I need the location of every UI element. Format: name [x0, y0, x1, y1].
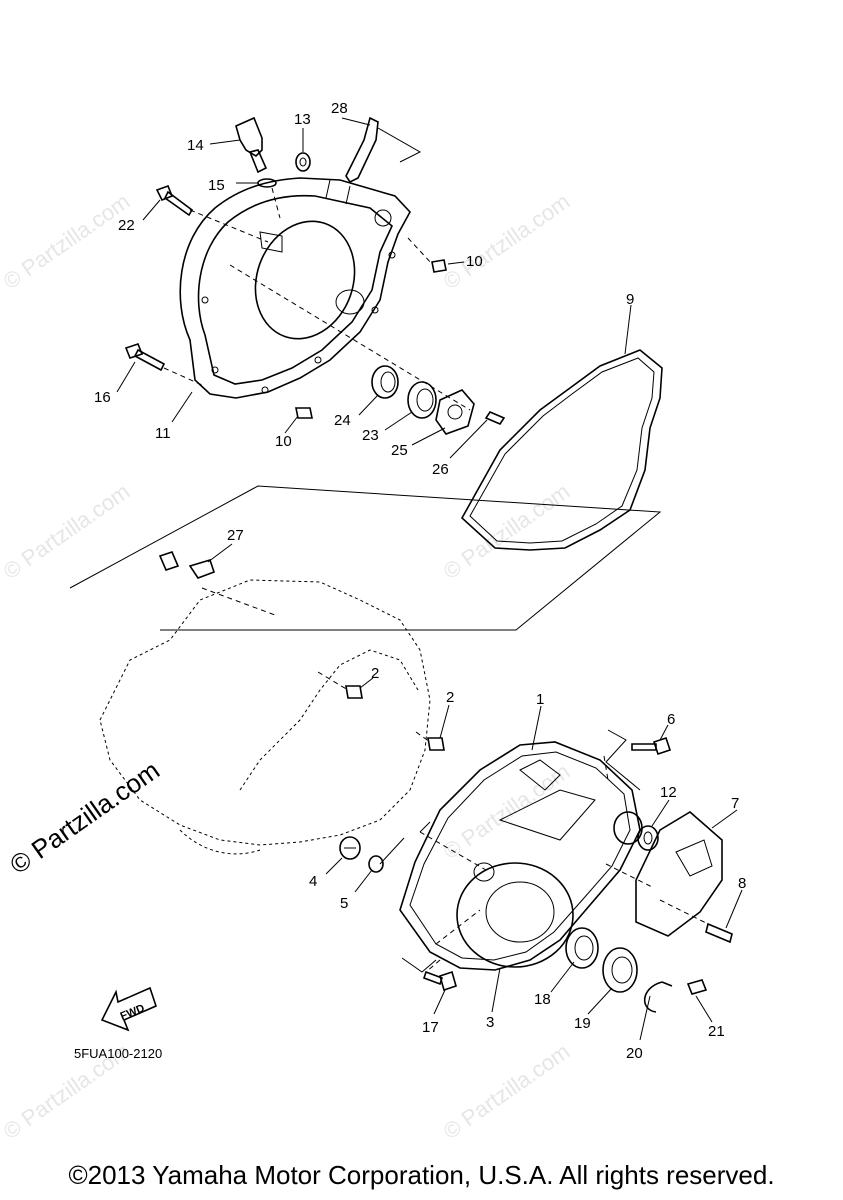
o-ring-part-5: [368, 855, 384, 873]
callout-label: 2: [371, 665, 379, 682]
diagram-code: 5FUA100-2120: [74, 1046, 162, 1061]
watermark-faint: © Partzilla.com: [439, 189, 575, 295]
dowel-pin-part-2: [345, 685, 363, 699]
washer-part-12: [637, 825, 659, 851]
oil-seal-part-18: [565, 927, 599, 969]
callout-label: 1: [536, 691, 544, 708]
callout-label: 10: [275, 433, 292, 450]
callout-label: 25: [391, 442, 408, 459]
callout-label: 6: [667, 711, 675, 728]
bolt-part-6: [631, 736, 672, 756]
callout-label: 23: [362, 427, 379, 444]
oil-seal-part-24: [371, 365, 399, 399]
bolt-part-8: [705, 922, 733, 944]
callout-label: 19: [574, 1015, 591, 1032]
callout-label: 28: [331, 100, 348, 117]
watermark-main: © Partzilla.com: [4, 755, 165, 880]
callout-label: 4: [309, 873, 317, 890]
callout-label: 2: [446, 689, 454, 706]
sensor-part-14: [235, 116, 268, 174]
callout-label: 7: [731, 795, 739, 812]
gasket-part-9: [460, 349, 663, 551]
callout-label: 26: [432, 461, 449, 478]
callout-label: 18: [534, 991, 551, 1008]
crankcase-cover-part-1: [399, 741, 643, 971]
fwd-label: FWD: [119, 1002, 147, 1023]
watermark-faint: © Partzilla.com: [439, 479, 575, 585]
callout-label: 21: [708, 1023, 725, 1040]
bolt-part-22: [155, 184, 194, 217]
watermark-faint: © Partzilla.com: [439, 1039, 575, 1145]
bearing-part-19: [602, 947, 638, 993]
bolt-clip-part-27: [158, 543, 233, 579]
leader-lines-lower: [325, 705, 743, 1041]
callout-label: 17: [422, 1019, 439, 1036]
screw-part-26: [484, 411, 506, 425]
screw-part-21: [686, 979, 708, 995]
callout-label: 24: [334, 412, 351, 429]
dash-line: [317, 671, 349, 691]
dowel-pin-part-2: [427, 737, 445, 751]
circlip-part-20: [643, 981, 673, 1013]
callout-label: 11: [155, 425, 171, 442]
dash-line: [415, 731, 431, 743]
callout-label: 8: [738, 875, 746, 892]
callout-labels: 1 2 2 3 4 5 6 7 8 9 10 10 11 12 13 14 15…: [94, 100, 746, 1062]
leader-line: [439, 704, 450, 739]
callout-label: 16: [94, 389, 111, 406]
leader-lines-upper: [116, 117, 632, 459]
fwd-direction-icon: FWD: [100, 986, 157, 1032]
callout-label: 13: [294, 111, 311, 128]
dowel-pin-part-10: [295, 407, 313, 419]
crankcase-outline-reference: [69, 485, 662, 855]
clamp-part-28: [345, 116, 379, 184]
watermark-layer: © Partzilla.com © Partzilla.com © Partzi…: [0, 189, 574, 1145]
callout-label: 20: [626, 1045, 643, 1062]
guard-part-7: [635, 811, 723, 937]
plate-part-25: [435, 389, 475, 435]
callout-label: 10: [466, 253, 483, 270]
callout-label: 9: [626, 291, 634, 308]
callout-label: 27: [227, 527, 244, 544]
callout-label: 5: [340, 895, 348, 912]
callout-label: 22: [118, 217, 135, 234]
bolt-part-16: [124, 343, 166, 372]
watermark-faint: © Partzilla.com: [439, 759, 575, 865]
bearing-part-23: [407, 381, 437, 419]
grommet-part-13: [295, 152, 311, 172]
dowel-pin-part-10: [431, 259, 447, 273]
callout-label: 15: [208, 177, 225, 194]
bolt-part-17: [422, 970, 457, 992]
copyright-notice: ©2013 Yamaha Motor Corporation, U.S.A. A…: [68, 1160, 775, 1190]
callout-label: 14: [187, 137, 204, 154]
watermark-faint: © Partzilla.com: [0, 189, 134, 295]
crankcase-cover-part-11: [179, 177, 411, 399]
callout-label: 3: [486, 1014, 494, 1031]
watermark-faint: © Partzilla.com: [0, 479, 134, 585]
callout-label: 12: [660, 784, 677, 801]
plug-part-4: [339, 836, 361, 860]
leader-line: [359, 677, 374, 689]
